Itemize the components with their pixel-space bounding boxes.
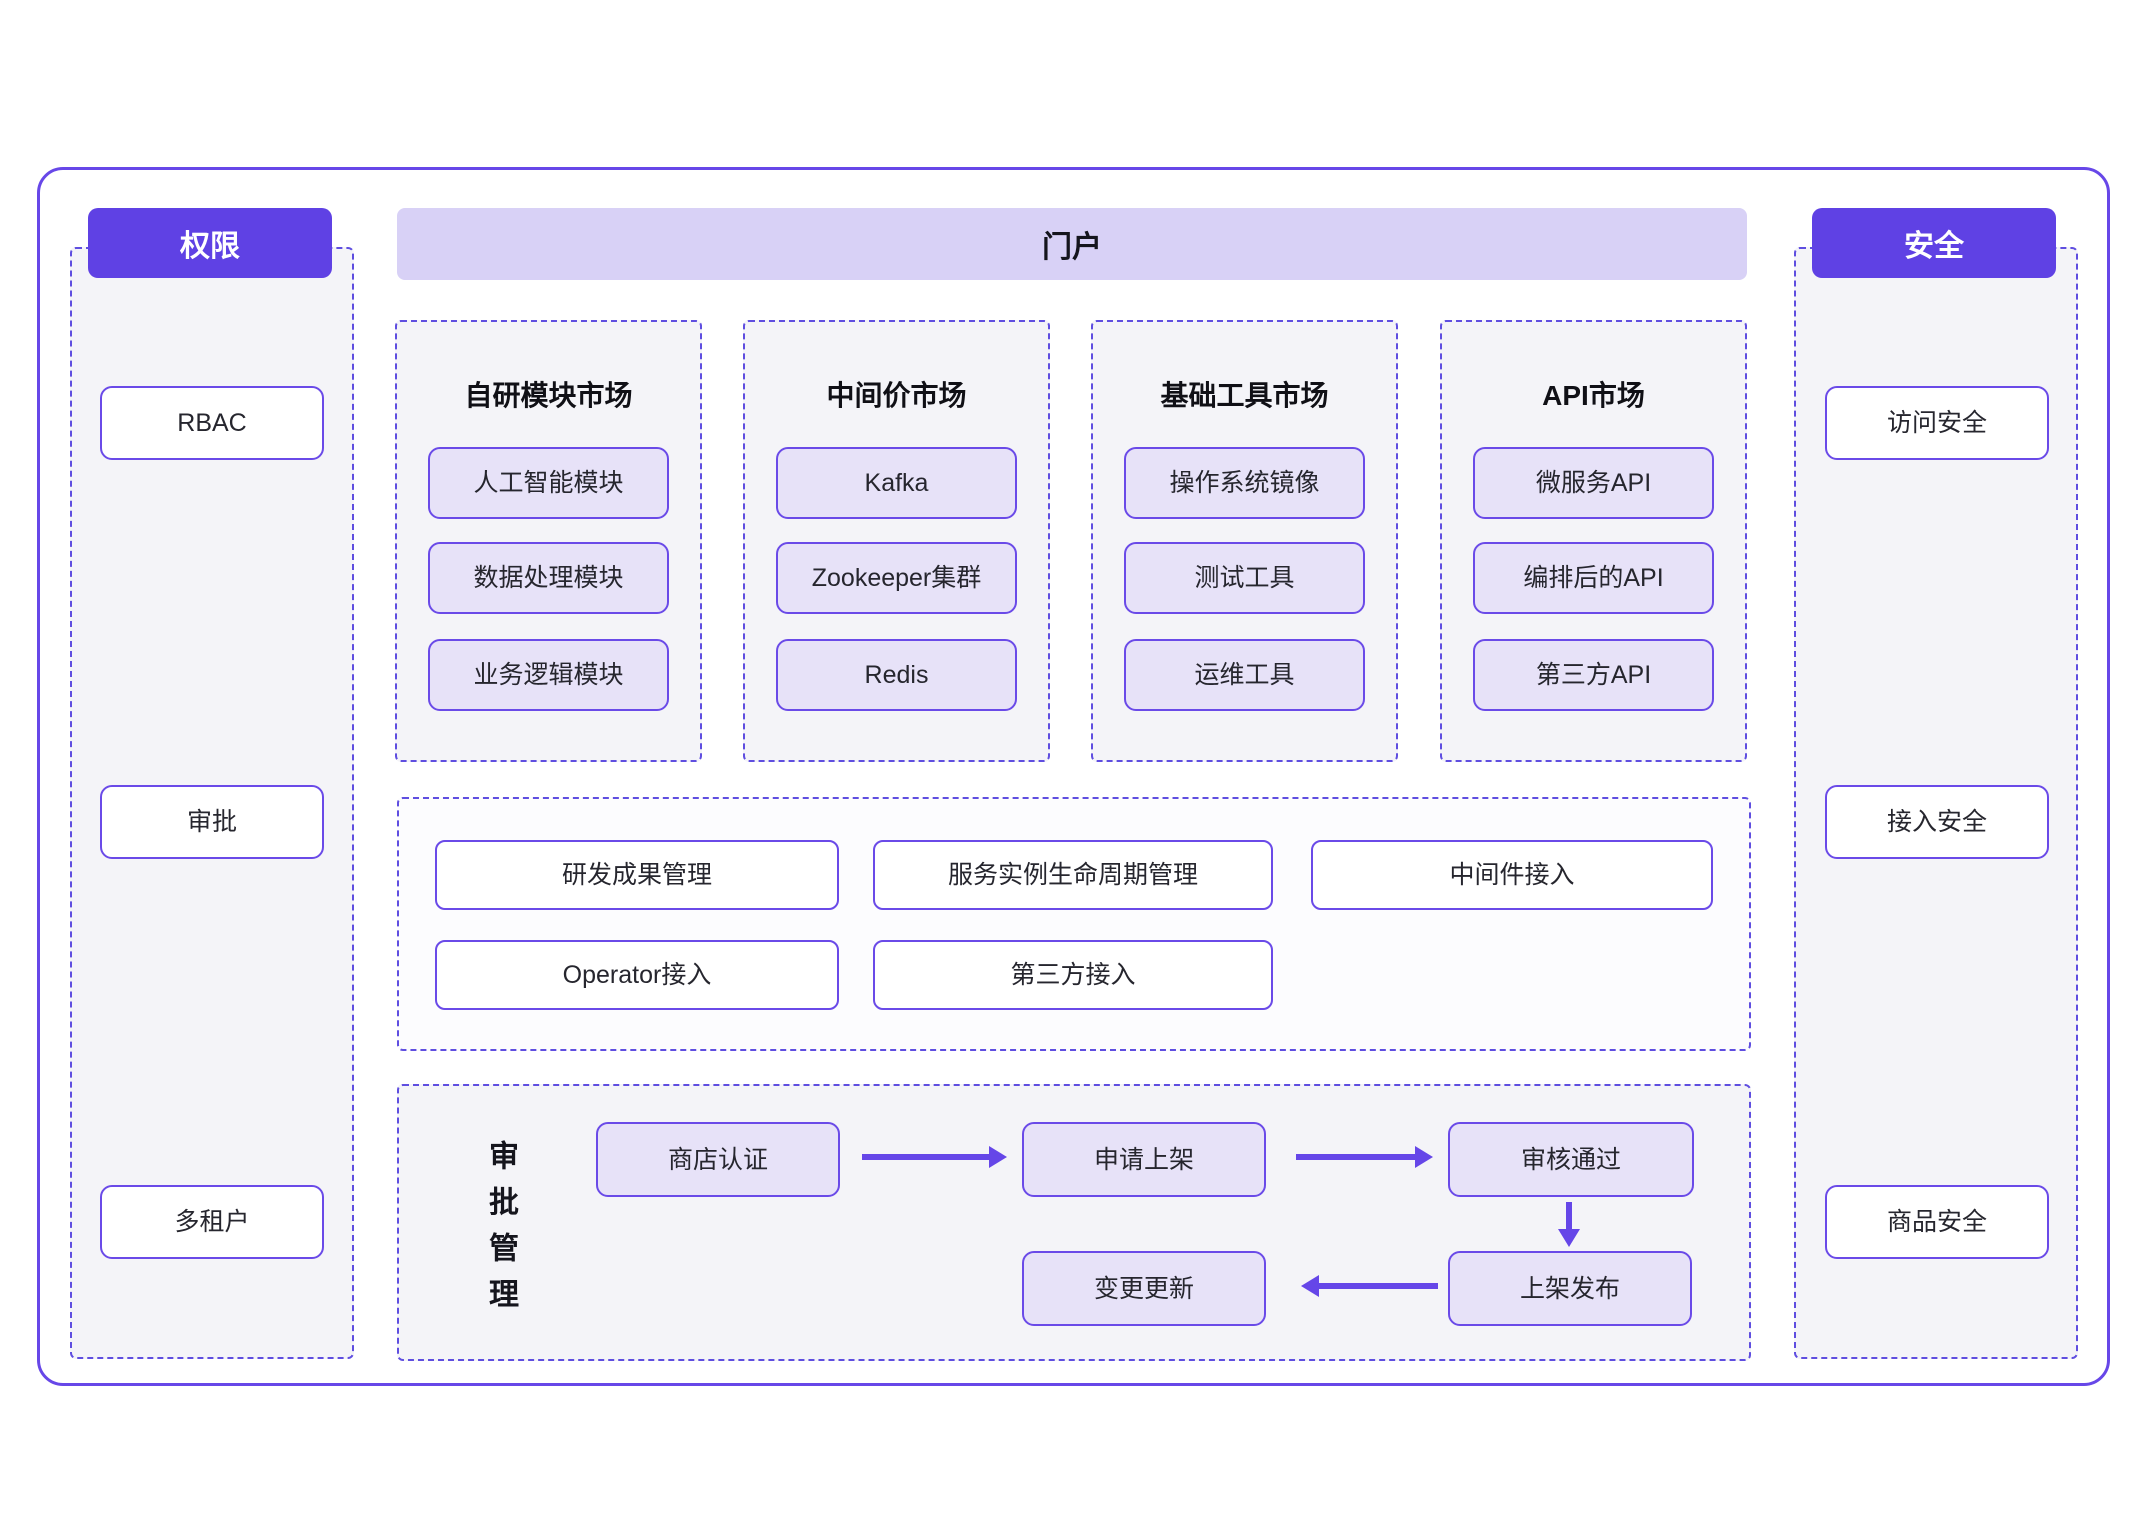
marketplace-item: 测试工具	[1124, 542, 1365, 614]
flow-node-change-update: 变更更新	[1022, 1251, 1266, 1326]
security-node-product: 商品安全	[1825, 1185, 2049, 1259]
marketplace-item: Kafka	[776, 447, 1017, 519]
marketplace-column-tools: 基础工具市场 操作系统镜像 测试工具 运维工具	[1091, 320, 1398, 762]
portal-header: 门户	[397, 208, 1747, 280]
management-node-rd-results: 研发成果管理	[435, 840, 839, 910]
marketplace-item: Redis	[776, 639, 1017, 711]
arrow-certification-to-apply-icon	[862, 1146, 1007, 1168]
marketplace-item: 运维工具	[1124, 639, 1365, 711]
management-section	[397, 797, 1751, 1051]
marketplace-column-api: API市场 微服务API 编排后的API 第三方API	[1440, 320, 1747, 762]
marketplace-item: 人工智能模块	[428, 447, 669, 519]
permission-node-multitenant: 多租户	[100, 1185, 324, 1259]
marketplace-item: 操作系统镜像	[1124, 447, 1365, 519]
approval-flow-label: 审批管理	[484, 1140, 517, 1324]
flow-node-review-passed: 审核通过	[1448, 1122, 1694, 1197]
marketplace-title: 基础工具市场	[1160, 380, 1329, 411]
marketplace-title: 自研模块市场	[464, 380, 633, 411]
flow-node-apply-listing: 申请上架	[1022, 1122, 1266, 1197]
permission-node-rbac: RBAC	[100, 386, 324, 460]
security-node-integration: 接入安全	[1825, 785, 2049, 859]
arrow-release-to-update-icon	[1301, 1275, 1438, 1297]
arrow-apply-to-review-icon	[1296, 1146, 1433, 1168]
management-node-thirdparty-access: 第三方接入	[873, 940, 1273, 1010]
management-node-operator-access: Operator接入	[435, 940, 839, 1010]
marketplace-item: Zookeeper集群	[776, 542, 1017, 614]
marketplace-item: 第三方API	[1473, 639, 1714, 711]
permissions-panel-header: 权限	[88, 208, 332, 278]
security-panel-header: 安全	[1812, 208, 2056, 278]
marketplace-item: 微服务API	[1473, 447, 1714, 519]
security-node-access: 访问安全	[1825, 386, 2049, 460]
arrow-review-to-release-icon	[1558, 1202, 1580, 1247]
marketplace-column-modules: 自研模块市场 人工智能模块 数据处理模块 业务逻辑模块	[395, 320, 702, 762]
flow-node-listing-release: 上架发布	[1448, 1251, 1692, 1326]
permission-node-approval: 审批	[100, 785, 324, 859]
management-node-middleware-access: 中间件接入	[1311, 840, 1713, 910]
marketplace-item: 业务逻辑模块	[428, 639, 669, 711]
marketplace-title: API市场	[1542, 380, 1645, 411]
marketplace-title: 中间价市场	[826, 380, 967, 411]
marketplace-column-middleware: 中间价市场 Kafka Zookeeper集群 Redis	[743, 320, 1050, 762]
marketplace-item: 数据处理模块	[428, 542, 669, 614]
marketplace-item: 编排后的API	[1473, 542, 1714, 614]
flow-node-store-certification: 商店认证	[596, 1122, 840, 1197]
management-node-service-lifecycle: 服务实例生命周期管理	[873, 840, 1273, 910]
